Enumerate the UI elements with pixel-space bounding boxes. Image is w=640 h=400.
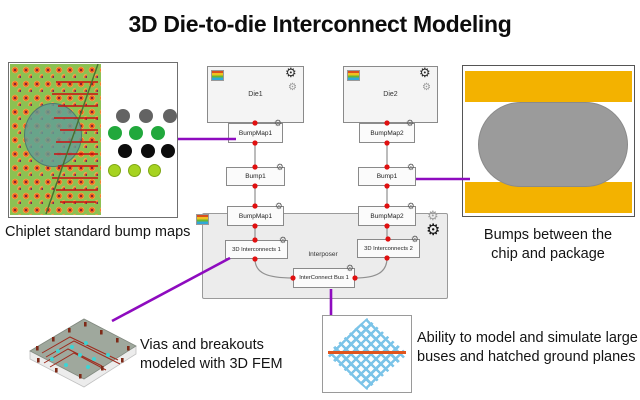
- block-label: Die1: [248, 91, 263, 98]
- block-3d-interconnects1: ⚙︎ 3D Interconnects 1: [225, 236, 288, 259]
- block-label: Bump1: [376, 173, 398, 180]
- gear-icon: ⚙︎: [345, 263, 354, 273]
- block-label: BumpMap1: [238, 129, 273, 137]
- block-bumpmap1-bottom: ⚙︎ BumpMap1: [227, 202, 284, 226]
- gear-icon: ⚙︎: [410, 234, 419, 244]
- bump-dot-green: [129, 126, 143, 140]
- bump-dot-black: [118, 144, 132, 158]
- layers-icon: [211, 70, 224, 81]
- figure-package-bumps: [462, 65, 635, 217]
- gear-icon: ⚙︎: [288, 82, 297, 93]
- block-label: InterConnect Bus 1: [299, 275, 349, 281]
- figure-hatched-plane: [322, 315, 412, 393]
- block-bump1-left: ⚙︎ Bump1: [226, 163, 285, 186]
- block-bumpmap1-top: ⚙︎ BumpMap1: [228, 119, 283, 143]
- caption-line: buses and hatched ground planes: [417, 349, 636, 365]
- block-bump1-right: ⚙︎ Bump1: [358, 163, 416, 186]
- caption-line: Vias and breakouts: [140, 337, 264, 353]
- bump-dot-lime: [148, 164, 161, 177]
- bump-board-image: [10, 64, 101, 215]
- interposer-label: Interposer: [308, 251, 338, 258]
- bump-dot-gray: [116, 109, 130, 123]
- caption-line: modeled with 3D FEM: [140, 356, 283, 372]
- package-layer-band: [465, 182, 632, 213]
- caption-line: Bumps between the: [483, 227, 613, 243]
- block-3d-interconnects2: ⚙︎ 3D Interconnects 2: [357, 235, 420, 258]
- gear-icon: ⚙︎: [419, 65, 431, 80]
- block-label: BumpMap2: [370, 212, 404, 220]
- gear-icon: ⚙︎: [427, 208, 439, 223]
- block-label: Die2: [383, 91, 398, 98]
- caption-line: Ability to model and simulate large: [417, 330, 638, 346]
- caption-hatched: Ability to model and simulate large buse…: [417, 329, 638, 367]
- figure-chiplet-bump-maps: [8, 62, 178, 218]
- layers-icon: [196, 214, 209, 225]
- gear-icon: ⚙︎: [406, 201, 415, 211]
- bump-dot-lime: [128, 164, 141, 177]
- bus-trace-line: [328, 351, 406, 354]
- block-label: BumpMap2: [370, 129, 404, 137]
- block-label: 3D Interconnects 1: [232, 246, 281, 253]
- page-title: 3D Die-to-die Interconnect Modeling: [128, 11, 512, 37]
- probe-circle-overlay: [24, 103, 82, 167]
- bump-dot-green: [151, 126, 165, 140]
- gear-icon: ⚙︎: [422, 82, 431, 93]
- caption-line: chip and package: [491, 246, 605, 262]
- block-interconnect-bus: ⚙︎ InterConnect Bus 1: [293, 264, 355, 288]
- block-bumpmap2-top: ⚙︎ BumpMap2: [359, 119, 415, 143]
- bump-dot-black: [141, 144, 155, 158]
- bump-dot-gray: [139, 109, 153, 123]
- board-traces: [45, 64, 99, 215]
- gear-icon: ⚙︎: [405, 118, 414, 128]
- block-label: BumpMap1: [238, 212, 273, 220]
- gear-icon: ⚙︎: [406, 162, 415, 172]
- gear-icon: ⚙︎: [426, 222, 441, 239]
- solder-bump-shape: [478, 102, 628, 187]
- gear-icon: ⚙︎: [278, 235, 287, 245]
- gear-icon: ⚙︎: [275, 162, 284, 172]
- bump-dot-gray: [163, 109, 177, 123]
- gear-icon: ⚙︎: [274, 201, 283, 211]
- block-bumpmap2-bottom: ⚙︎ BumpMap2: [358, 202, 416, 226]
- block-label: 3D Interconnects 2: [364, 245, 413, 252]
- caption-package-bumps: Bumps between the chip and package: [452, 226, 640, 264]
- figure-3d-fem-board: [29, 318, 137, 388]
- chip-layer-band: [465, 71, 632, 102]
- bump-dot-green: [108, 126, 122, 140]
- gear-icon: ⚙︎: [285, 65, 297, 80]
- block-label: Bump1: [245, 173, 266, 180]
- layers-icon: [347, 70, 360, 81]
- caption-bump-maps: Chiplet standard bump maps: [5, 224, 191, 240]
- gear-icon: ⚙︎: [273, 118, 282, 128]
- hatch-pattern: [326, 318, 408, 390]
- bump-dot-black: [161, 144, 175, 158]
- bump-dot-lime: [108, 164, 121, 177]
- caption-fem: Vias and breakouts modeled with 3D FEM: [140, 336, 283, 374]
